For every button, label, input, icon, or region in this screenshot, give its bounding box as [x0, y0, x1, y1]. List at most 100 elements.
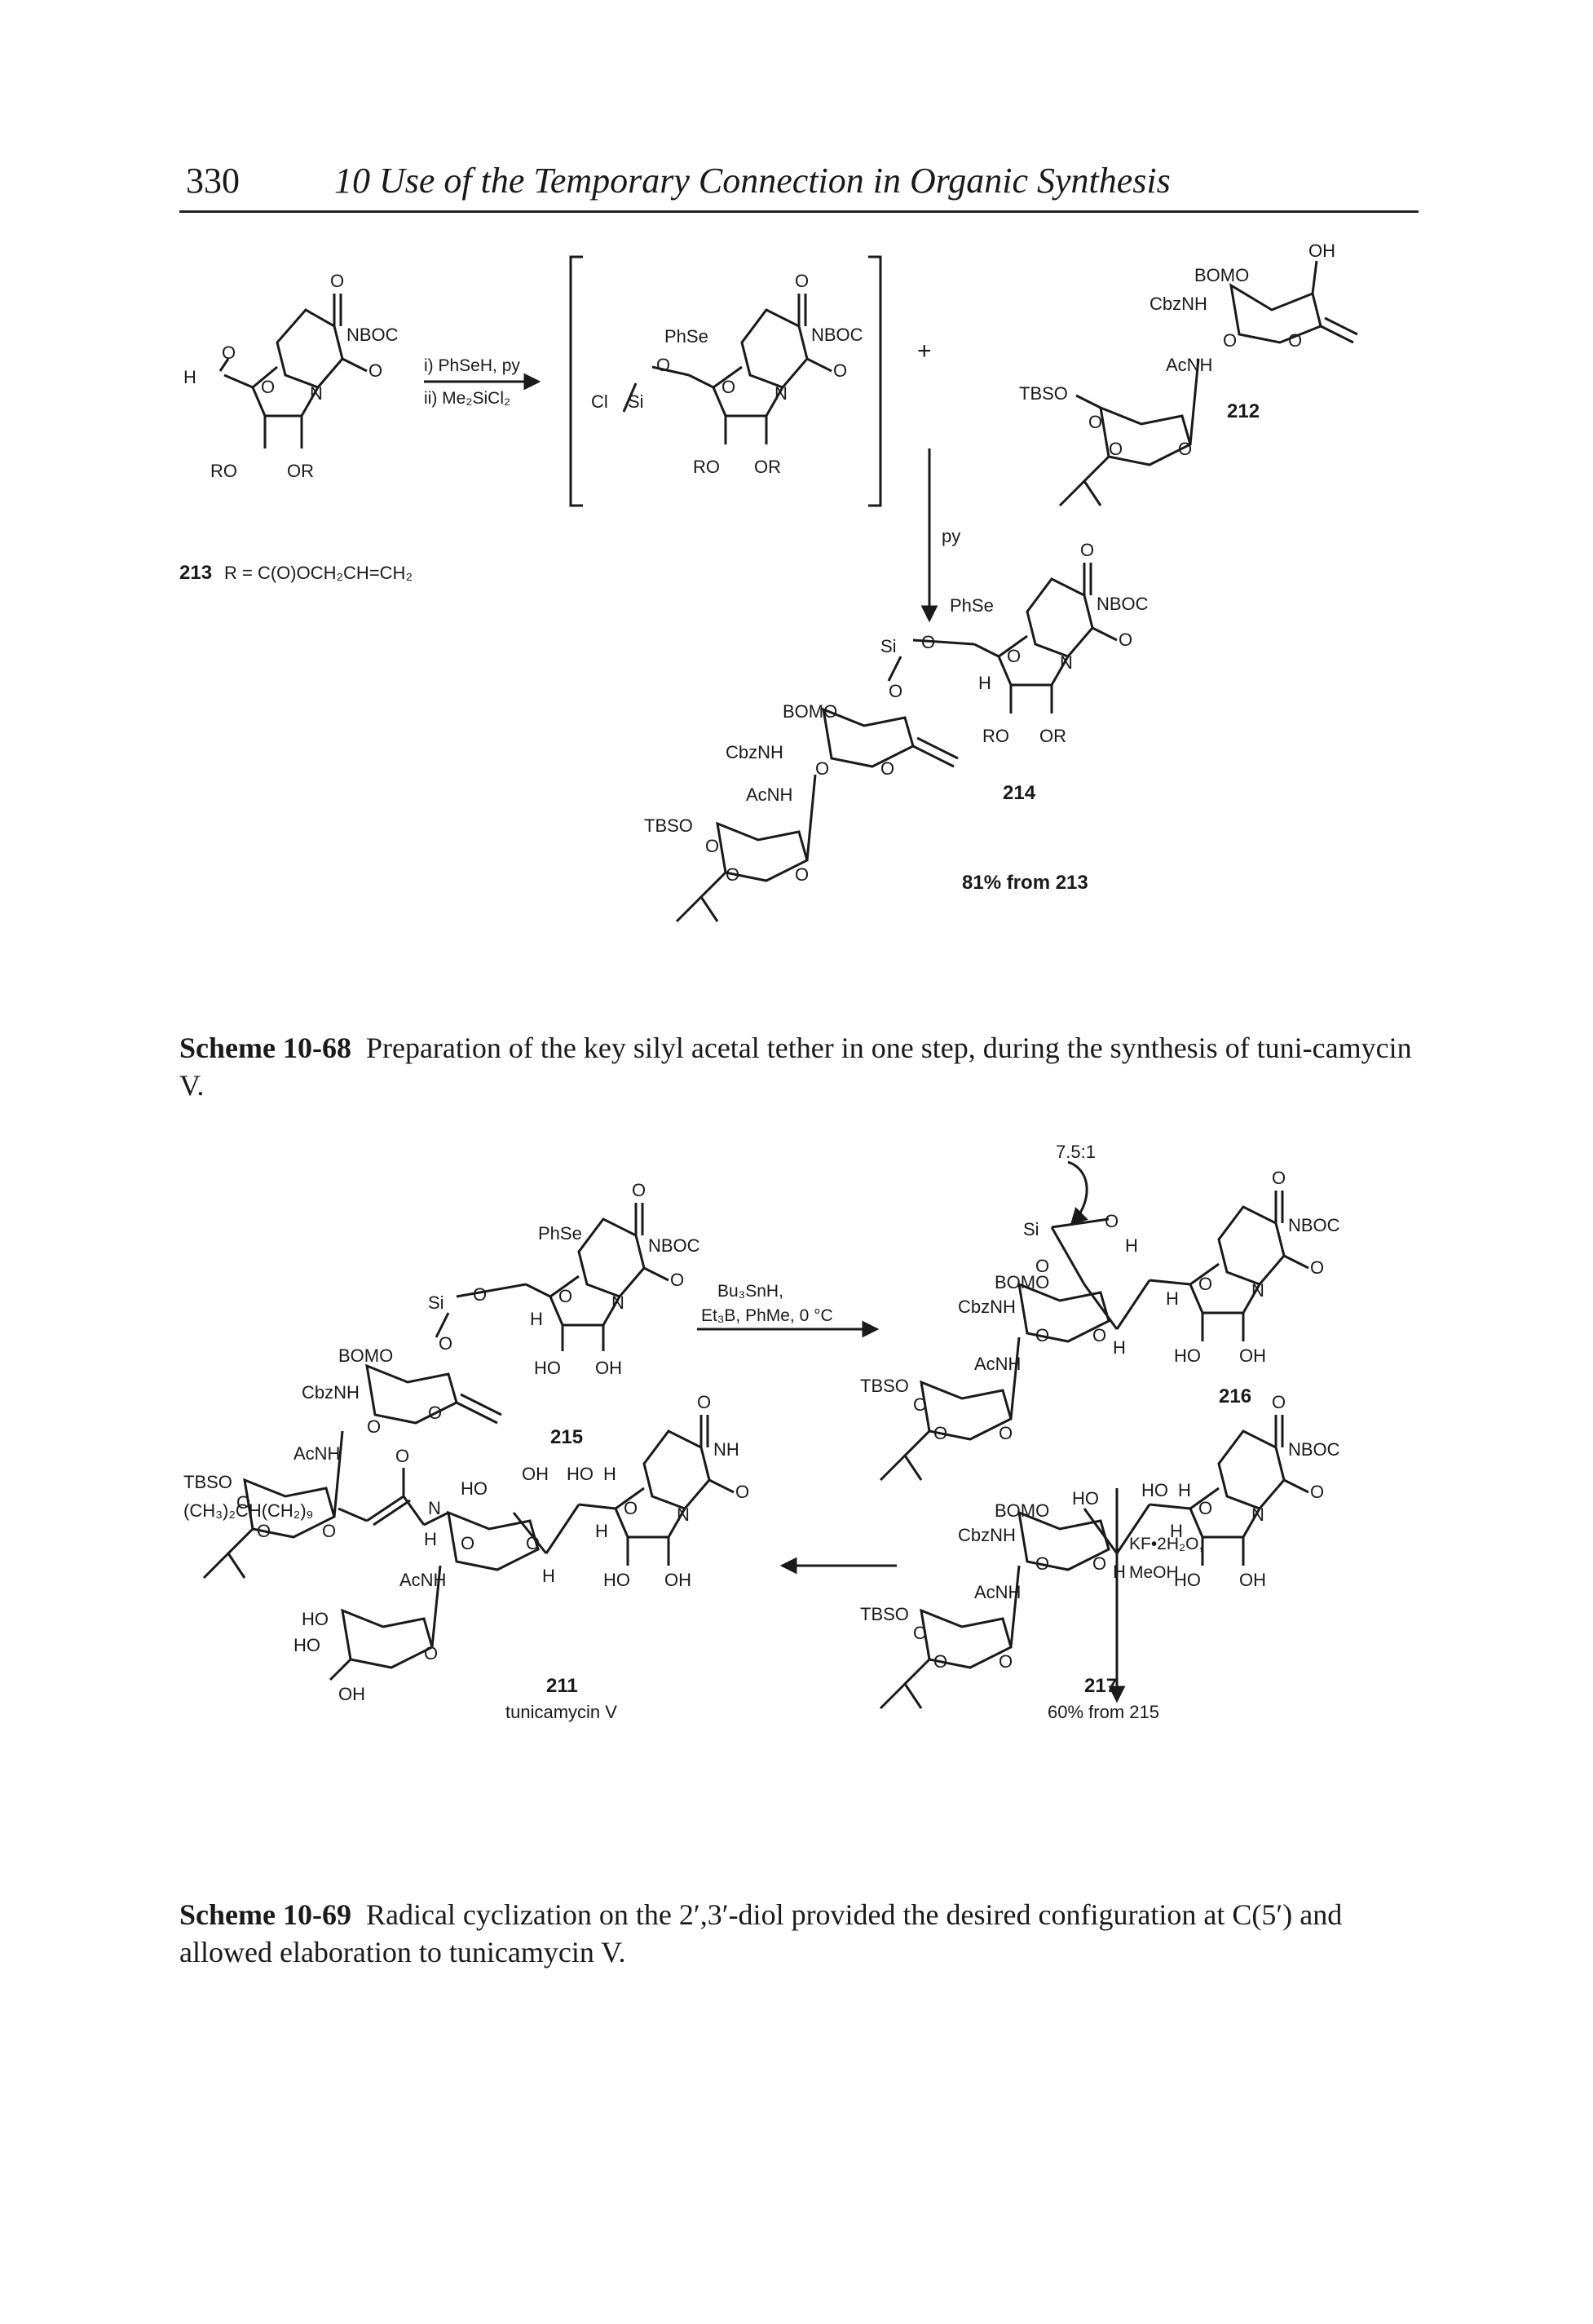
atom-label: O — [1088, 412, 1102, 432]
atom-label: TBSO — [644, 815, 693, 836]
atom-label: BOMO — [1194, 265, 1249, 285]
atom-label: NBOC — [346, 325, 399, 345]
atom-label: H — [542, 1566, 555, 1586]
atom-label: O — [424, 1643, 438, 1663]
atom-label: O — [999, 1423, 1013, 1443]
compound-name: tunicamycin V — [505, 1702, 617, 1722]
atom-label: O — [1272, 1168, 1286, 1188]
atom-label: O — [1223, 330, 1237, 351]
atom-label: O — [1080, 540, 1094, 560]
atom-label: OH — [1308, 241, 1335, 261]
atom-label: O — [880, 758, 894, 779]
atom-label: O — [473, 1284, 487, 1305]
atom-label: TBSO — [183, 1472, 232, 1492]
atom-label: O — [913, 1623, 927, 1643]
atom-label: N — [310, 383, 323, 404]
reagent-text: i) PhSeH, py — [424, 356, 520, 375]
atom-label: HO — [534, 1358, 561, 1378]
r-definition: R = C(O)OCH₂CH=CH₂ — [224, 563, 413, 583]
atom-label: NBOC — [811, 325, 863, 345]
compound-label: 217 — [1084, 1675, 1117, 1697]
atom-label: O — [726, 864, 739, 885]
compound-label: 213 — [179, 562, 212, 584]
atom-label: O — [1035, 1325, 1049, 1345]
atom-label: O — [1272, 1392, 1286, 1412]
atom-label: H — [1166, 1288, 1179, 1309]
atom-label: O — [1092, 1553, 1106, 1574]
atom-label: O — [368, 360, 382, 381]
atom-label: OR — [287, 461, 314, 481]
atom-label: CbzNH — [958, 1525, 1016, 1545]
atom-label: OH — [338, 1684, 365, 1704]
atom-label: H — [978, 673, 991, 693]
atom-label: NBOC — [1097, 594, 1149, 614]
atom-label: AcNH — [399, 1570, 446, 1590]
atom-label: O — [933, 1423, 947, 1443]
atom-label: O — [1198, 1274, 1212, 1294]
atom-label: H — [1125, 1235, 1138, 1256]
atom-label: O — [721, 377, 735, 397]
atom-label: BOMO — [783, 701, 837, 722]
atom-label: O — [795, 864, 809, 885]
atom-label: TBSO — [860, 1604, 909, 1624]
compound-label: 211 — [546, 1675, 578, 1697]
atom-label: O — [395, 1446, 409, 1466]
atom-label: O — [236, 1492, 250, 1513]
atom-label: O — [1288, 330, 1302, 351]
page-number: 330 — [186, 161, 240, 201]
atom-label: PhSe — [538, 1223, 582, 1244]
compound-label: 215 — [550, 1426, 583, 1448]
atom-label: O — [833, 360, 847, 381]
arrow-reagent: py — [942, 526, 960, 546]
atom-label: O — [815, 758, 829, 779]
atom-label: O — [656, 355, 670, 375]
atom-label: N — [677, 1504, 690, 1525]
atom-label: N — [1060, 652, 1073, 673]
atom-label: O — [624, 1498, 638, 1518]
caption-label: Scheme 10-69 — [179, 1898, 351, 1931]
scheme-10-68-drawing: O NBOC N O H O O RO OR 213 R = C(O)OCH₂C… — [179, 241, 1358, 923]
atom-label: HO — [1174, 1570, 1201, 1590]
atom-label: O — [632, 1180, 646, 1200]
compound-label: 216 — [1219, 1385, 1251, 1407]
atom-label: O — [526, 1533, 540, 1553]
atom-label: BOMO — [995, 1272, 1049, 1292]
atom-label: H — [1113, 1562, 1126, 1582]
atom-label: CbzNH — [726, 742, 783, 762]
atom-label: HO — [293, 1635, 320, 1655]
atom-label: O — [1035, 1553, 1049, 1574]
plus-sign: + — [917, 338, 932, 365]
atom-label: O — [367, 1416, 381, 1437]
atom-label: H — [530, 1309, 543, 1329]
atom-label: HO — [1174, 1345, 1201, 1366]
atom-label: AcNH — [746, 784, 792, 805]
atom-label: O — [1105, 1211, 1119, 1231]
scheme-10-68: O NBOC N O H O O RO OR 213 R = C(O)OCH₂C… — [179, 236, 1419, 1019]
atom-label: H — [1170, 1521, 1183, 1541]
reagent-text: Bu₃SnH, — [717, 1282, 783, 1301]
atom-label: O — [1035, 1256, 1049, 1276]
atom-label: Cl — [591, 391, 608, 412]
atom-label: AcNH — [293, 1443, 340, 1464]
atom-label: NBOC — [1288, 1439, 1340, 1460]
atom-label: HO — [1141, 1480, 1168, 1500]
atom-label: O — [1092, 1325, 1106, 1345]
atom-label: O — [705, 836, 719, 856]
compound-label: 212 — [1227, 400, 1260, 422]
atom-label: HO — [302, 1609, 329, 1629]
scheme-10-69: O PhSe NBOC N O Si O O H HO OH O BOMO Cb… — [179, 1138, 1419, 1888]
atom-label: N — [428, 1498, 441, 1518]
atom-label: O — [261, 377, 275, 397]
atom-label: N — [1251, 1280, 1264, 1301]
atom-label: TBSO — [860, 1376, 909, 1396]
atom-label: O — [461, 1533, 474, 1553]
caption-label: Scheme 10-68 — [179, 1032, 351, 1064]
atom-label: OH — [595, 1358, 622, 1378]
atom-label: O — [795, 271, 809, 291]
atom-label: BOMO — [995, 1500, 1049, 1521]
atom-label: O — [1119, 630, 1132, 650]
atom-label: O — [933, 1651, 947, 1672]
atom-label: O — [322, 1521, 336, 1541]
atom-label: HO — [567, 1464, 594, 1484]
